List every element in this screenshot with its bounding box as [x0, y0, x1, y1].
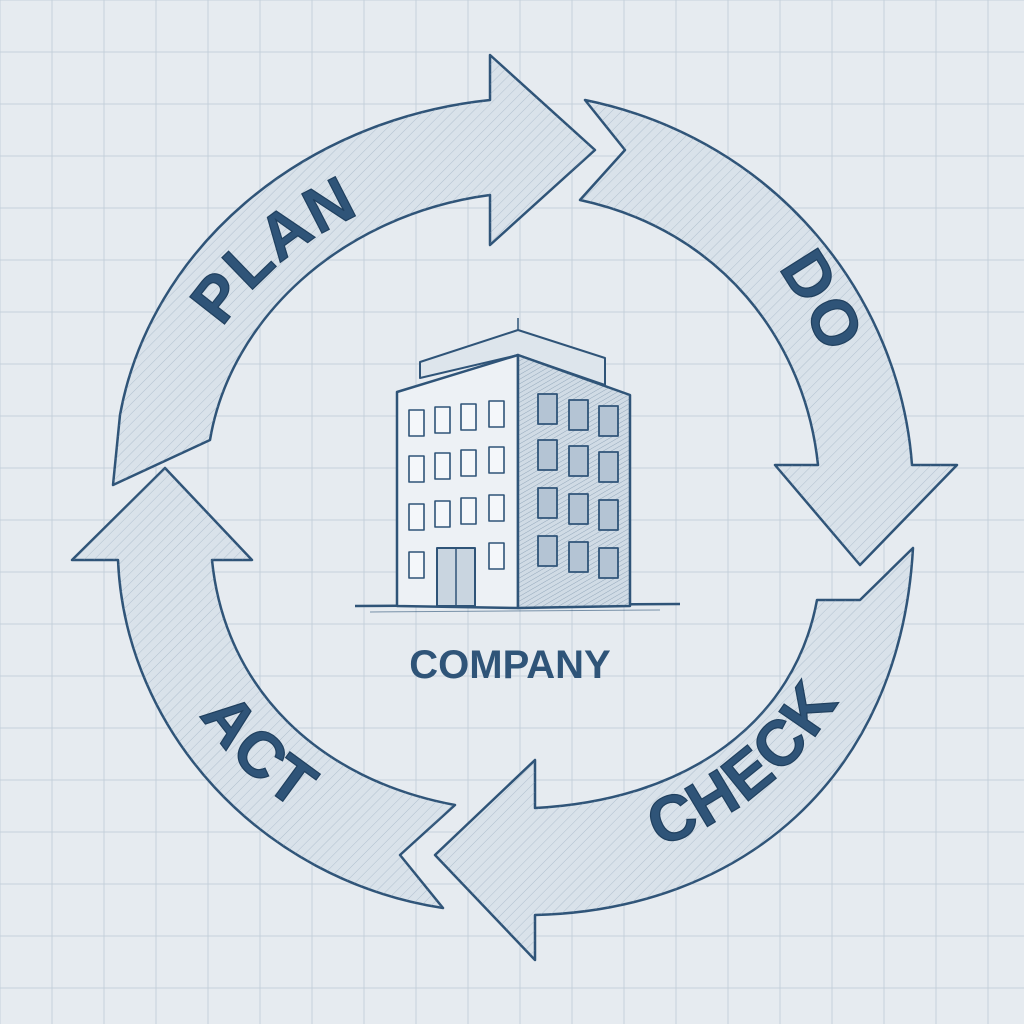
act-arrow	[70, 466, 457, 910]
building-window	[537, 535, 558, 567]
building-window	[488, 494, 505, 522]
building-window	[568, 445, 589, 477]
building-window	[488, 400, 505, 428]
building-window	[537, 487, 558, 519]
office-building-icon	[354, 318, 681, 613]
plan-arrow	[111, 53, 597, 487]
building-window	[488, 446, 505, 474]
building-window	[568, 399, 589, 431]
building-window	[598, 405, 619, 437]
do-arrow	[578, 98, 959, 567]
building-window	[408, 503, 425, 531]
building-window	[460, 497, 477, 525]
building-window	[568, 541, 589, 573]
building-window	[537, 393, 558, 425]
building-window	[598, 547, 619, 579]
building-window	[408, 409, 425, 437]
building-window	[408, 455, 425, 483]
building-window	[408, 551, 425, 579]
building-window	[434, 406, 451, 434]
building-window	[460, 449, 477, 477]
building-window	[434, 452, 451, 480]
building-window	[568, 493, 589, 525]
building-window	[460, 403, 477, 431]
check-arrow	[433, 546, 915, 962]
building-window	[434, 500, 451, 528]
building-window	[488, 542, 505, 570]
center-label-company: COMPANY	[409, 643, 611, 687]
building-window	[598, 499, 619, 531]
building-window	[598, 451, 619, 483]
building-window	[537, 439, 558, 471]
